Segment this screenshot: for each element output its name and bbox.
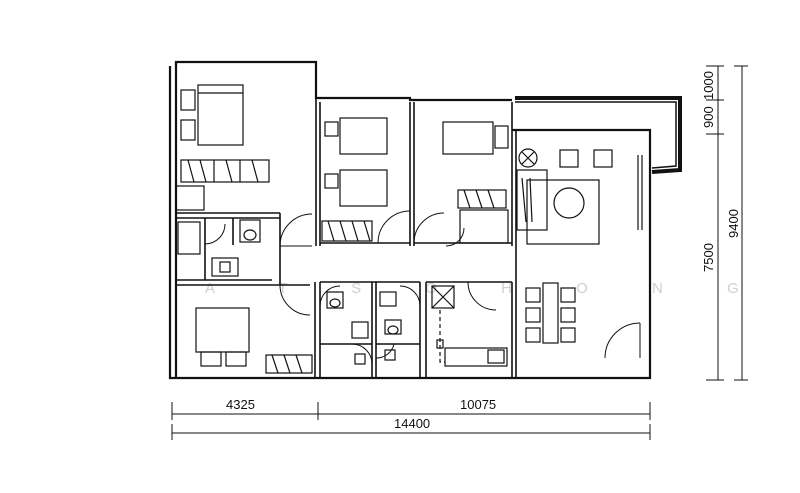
balcony-edge <box>515 101 677 169</box>
door-swings <box>204 210 641 365</box>
dim-right-top-a: 1000 <box>701 71 716 100</box>
dim-bottom-left: 4325 <box>226 397 255 412</box>
dim-right-top-b: 900 <box>701 106 716 128</box>
dim-right-middle: 7500 <box>701 243 716 272</box>
living-room <box>516 148 643 245</box>
watermark: A T S O H O N G <box>205 280 769 297</box>
interior-walls <box>176 98 517 378</box>
bathrooms <box>177 219 402 365</box>
dim-bottom-right: 10075 <box>460 397 496 412</box>
bedroom-2 <box>321 117 388 242</box>
dimension-lines <box>171 65 748 440</box>
balcony-rail <box>515 96 682 174</box>
dim-bottom-total: 14400 <box>394 416 430 431</box>
master-bedroom <box>175 84 270 211</box>
dining-area <box>525 282 576 344</box>
dim-right-total: 9400 <box>726 209 741 238</box>
bedroom-4 <box>195 307 313 374</box>
kitchen <box>431 285 508 367</box>
bedroom-3 <box>442 121 509 244</box>
